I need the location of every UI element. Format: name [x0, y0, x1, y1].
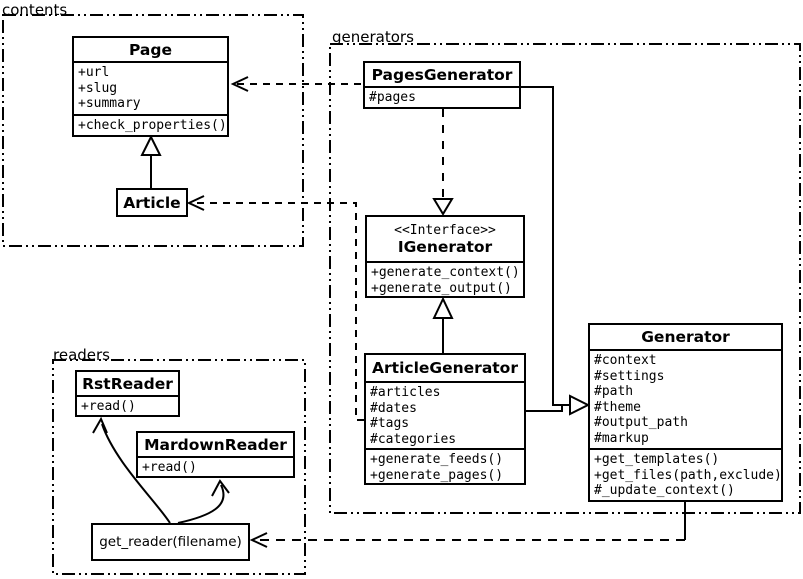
class-title-pages-generator: PagesGenerator	[371, 65, 513, 84]
class-title-generator: Generator	[641, 328, 730, 346]
rst-reader-methods-compartment: +read()	[77, 395, 178, 415]
class-title-rst-reader: RstReader	[82, 374, 173, 393]
class-box-page: Page +url +slug +summary +check_properti…	[72, 36, 229, 137]
open-arrowhead-article	[186, 195, 205, 211]
generator-methods-compartment: +get_templates() +get_files(path,exclude…	[590, 448, 782, 500]
class-title-article: Article	[123, 193, 181, 212]
edge-pagesgenerator-to-generator	[521, 86, 570, 406]
class-box-mardown-reader: MardownReader +read()	[136, 431, 295, 478]
attribute: #context	[594, 353, 657, 368]
class-title-article-generator: ArticleGenerator	[372, 359, 518, 377]
method: +get_templates()	[594, 452, 720, 467]
attribute: +slug	[78, 80, 118, 96]
class-box-article-generator: ArticleGenerator #articles #dates #tags …	[364, 353, 526, 485]
edge-articlegenerator-to-generator	[526, 405, 563, 412]
package-label-generators: generators	[332, 28, 414, 46]
mardown-reader-methods-compartment: +read()	[138, 456, 293, 476]
method: +read()	[81, 399, 136, 414]
igenerator-header: <<Interface>> IGenerator	[367, 217, 523, 261]
attribute: #output_path	[594, 415, 688, 430]
attribute: #pages	[369, 90, 416, 105]
page-attributes-compartment: +url +slug +summary	[74, 61, 227, 114]
method: +read()	[142, 460, 197, 475]
attribute: #tags	[370, 416, 410, 431]
attribute: #theme	[594, 399, 641, 415]
method: +generate_feeds()	[370, 452, 504, 467]
article-generator-attributes-compartment: #articles #dates #tags #categories	[366, 381, 524, 448]
edge-getreader-to-mardownreader	[177, 484, 225, 524]
method: #_update_context()	[594, 483, 735, 498]
realization-triangle-igenerator	[432, 198, 454, 216]
open-arrowhead-rstreader	[92, 416, 108, 434]
class-box-rst-reader: RstReader +read()	[75, 370, 180, 417]
generalization-triangle-page	[140, 134, 162, 156]
attribute: #dates	[370, 400, 417, 416]
open-arrowhead-mardownreader	[211, 479, 230, 497]
class-title-mardown-reader: MardownReader	[144, 435, 287, 454]
edge-articlegenerator-to-article	[194, 202, 364, 421]
stereotype: <<Interface>>	[394, 222, 496, 238]
attribute: #markup	[594, 430, 649, 446]
class-box-igenerator: <<Interface>> IGenerator +generate_conte…	[365, 215, 525, 298]
article-generator-methods-compartment: +generate_feeds() +generate_pages()	[366, 448, 524, 483]
attribute: #settings	[594, 368, 665, 384]
pages-generator-attributes-compartment: #pages	[365, 86, 519, 107]
function-box-get-reader: get_reader(filename)	[91, 523, 250, 561]
open-arrowhead-get-reader	[249, 532, 268, 548]
class-box-generator: Generator #context #settings #path #them…	[588, 323, 783, 502]
package-label-readers: readers	[53, 346, 110, 364]
class-box-article: Article	[116, 188, 188, 217]
igenerator-methods-compartment: +generate_context() +generate_output()	[367, 261, 523, 296]
method: +check_properties()	[78, 118, 227, 133]
class-title-page: Page	[128, 40, 172, 59]
method: +generate_context()	[371, 265, 520, 280]
page-methods-compartment: +check_properties()	[74, 114, 227, 135]
attribute: #categories	[370, 431, 457, 447]
attribute: #articles	[370, 385, 441, 400]
generalization-triangle-generator	[569, 394, 591, 416]
method: +generate_pages()	[370, 467, 504, 483]
class-title-igenerator: IGenerator	[397, 237, 493, 256]
open-arrowhead-page	[230, 76, 249, 92]
generalization-triangle-igenerator	[432, 296, 454, 319]
method: +generate_output()	[371, 280, 512, 296]
class-box-pages-generator: PagesGenerator #pages	[363, 61, 521, 109]
attribute: +summary	[78, 96, 141, 111]
package-label-contents: contents	[2, 1, 68, 19]
generator-attributes-compartment: #context #settings #path #theme #output_…	[590, 349, 781, 448]
method: +get_files(path,exclude)	[594, 467, 782, 483]
attribute: +url	[78, 65, 110, 80]
attribute: #path	[594, 384, 634, 399]
